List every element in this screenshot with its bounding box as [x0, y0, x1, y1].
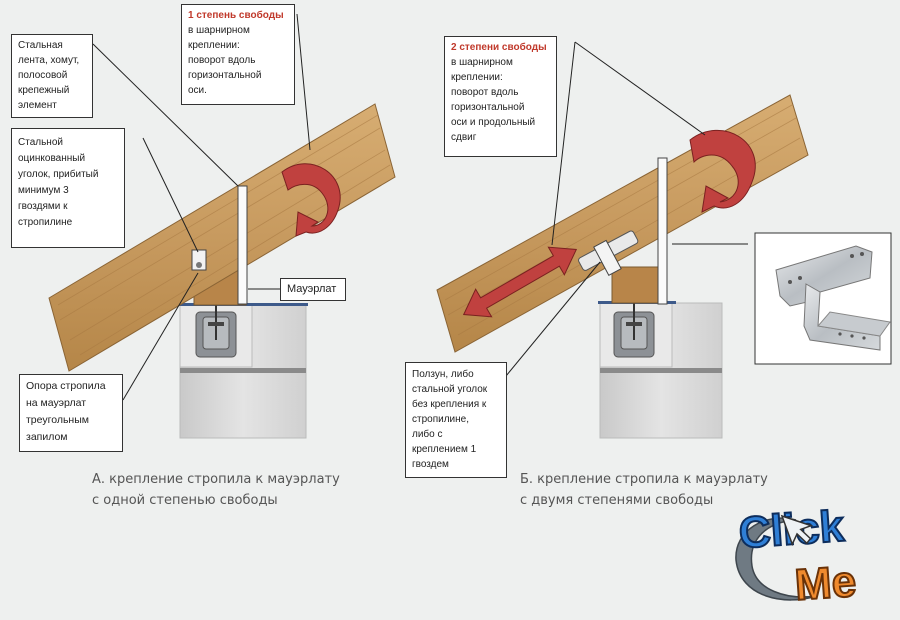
callout-freedom-a: 1 степень свободы в шарнирном креплении:…: [181, 4, 295, 105]
clickme-logo[interactable]: Click Me: [726, 500, 894, 612]
callout-freedom-a-text: в шарнирном креплении: поворот вдоль гор…: [188, 25, 262, 96]
rotation-arrow-icon: [281, 163, 341, 237]
diagram-a: [48, 13, 396, 439]
steel-strip-a: [237, 185, 248, 305]
cursor-icon: [780, 514, 814, 547]
leader-lines-a: [92, 13, 311, 401]
steel-corner-a: [191, 249, 207, 271]
steel-strip-b: [657, 157, 668, 305]
logo-swirl: [735, 517, 817, 601]
callout-freedom-b: 2 степени свободы в шарнирном креплении:…: [444, 36, 557, 157]
double-arrow-icon: [462, 246, 578, 318]
caption-b-line1: Б. крепление стропила к мауэрлату: [520, 472, 768, 487]
anchor-plate-a: [195, 296, 237, 358]
callout-mauerlat-text: Мауэрлат: [287, 283, 337, 295]
leader-lines-b: [505, 41, 748, 377]
callout-mauerlat: Мауэрлат: [280, 278, 346, 301]
callout-steel-corner-text: Стальной оцинкованный уголок, прибитый м…: [18, 137, 99, 228]
slider-b: [578, 230, 639, 276]
callout-freedom-b-text: в шарнирном креплении: поворот вдоль гор…: [451, 57, 536, 143]
rafter-b: [436, 94, 809, 353]
diagram-b: [436, 41, 809, 439]
caption-b-line2: с двумя степенями свободы: [520, 493, 714, 508]
callout-freedom-a-title: 1 степень свободы: [188, 10, 284, 21]
callout-support-text: Опора стропила на мауэрлат треугольным з…: [26, 380, 106, 443]
callout-slider: Ползун, либо стальной уголок без креплен…: [405, 362, 507, 478]
logo-word-me: Me: [793, 557, 857, 610]
callout-steel-strip-text: Стальная лента, хомут, полосовой крепежн…: [18, 40, 80, 111]
caption-a-line2: с одной степенью свободы: [92, 493, 278, 508]
anchor-plate-b: [613, 290, 655, 358]
callout-steel-corner: Стальной оцинкованный уголок, прибитый м…: [11, 128, 125, 248]
wall-a: [178, 303, 308, 439]
caption-b: Б. крепление стропила к мауэрлату с двум…: [520, 469, 768, 511]
rotation-arrow-icon: [689, 129, 756, 213]
caption-a-line1: А. крепление стропила к мауэрлату: [92, 472, 340, 487]
callout-freedom-b-title: 2 степени свободы: [451, 42, 547, 53]
callout-steel-strip: Стальная лента, хомут, полосовой крепежн…: [11, 34, 93, 118]
caption-a: А. крепление стропила к мауэрлату с одно…: [92, 469, 340, 511]
slider-bracket-image: [775, 245, 891, 351]
callout-slider-text: Ползун, либо стальной уголок без креплен…: [412, 369, 488, 470]
bracket-photo: [754, 232, 892, 365]
callout-support: Опора стропила на мауэрлат треугольным з…: [19, 374, 123, 452]
